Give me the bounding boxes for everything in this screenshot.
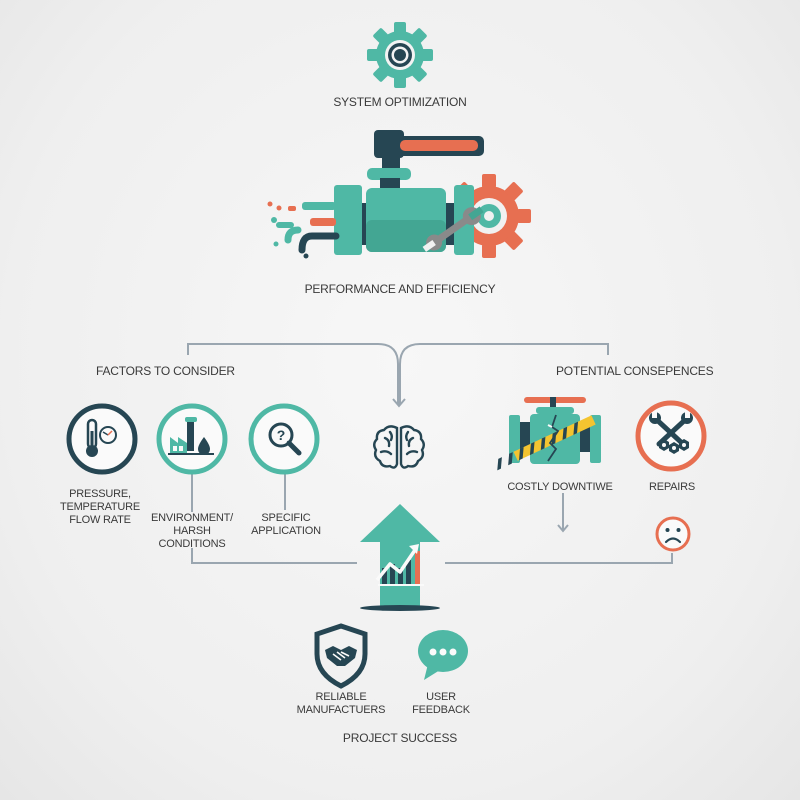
success-label-manufacturers: RELIABLE MANUFACTUERS (296, 691, 386, 716)
svg-text:?: ? (277, 427, 286, 443)
performance-efficiency-title: PERFORMANCE AND EFFICIENCY (304, 282, 496, 296)
factors-heading: FACTORS TO CONSIDER (96, 364, 235, 378)
system-optimization-title: SYSTEM OPTIMIZATION (333, 95, 467, 109)
project-success-title: PROJECT SUCCESS (342, 731, 458, 745)
brain-icon (373, 425, 425, 469)
consequences-heading: POTENTIAL CONSEPENCES (556, 364, 714, 378)
factor-label-pressure: PRESSURE, TEMPERATURE FLOW RATE (59, 488, 141, 526)
sad-face-icon (655, 516, 691, 552)
wrenches-nuts-icon (635, 400, 707, 472)
thermometer-gauge-icon (66, 403, 138, 475)
factor-label-environment: ENVIRONMENT/ HARSH CONDITIONS (151, 512, 233, 550)
chat-bubble-icon (418, 630, 468, 680)
handshake-shield-icon (314, 623, 368, 689)
factory-droplet-icon (156, 403, 228, 475)
success-label-feedback: USER FEEDBACK (412, 691, 470, 716)
valve-with-wrench-gear-icon (267, 130, 531, 259)
broken-valve-icon (497, 397, 601, 471)
factor-label-application: SPECIFIC APPLICATION (251, 512, 321, 537)
consequence-label-repairs: REPAIRS (648, 481, 696, 493)
consequence-label-downtime: COSTLY DOWNTIWE (507, 481, 613, 493)
gear-target-icon (367, 22, 433, 88)
magnifier-question-icon: ? (248, 403, 320, 475)
arrow-up-chart-icon (360, 504, 440, 611)
